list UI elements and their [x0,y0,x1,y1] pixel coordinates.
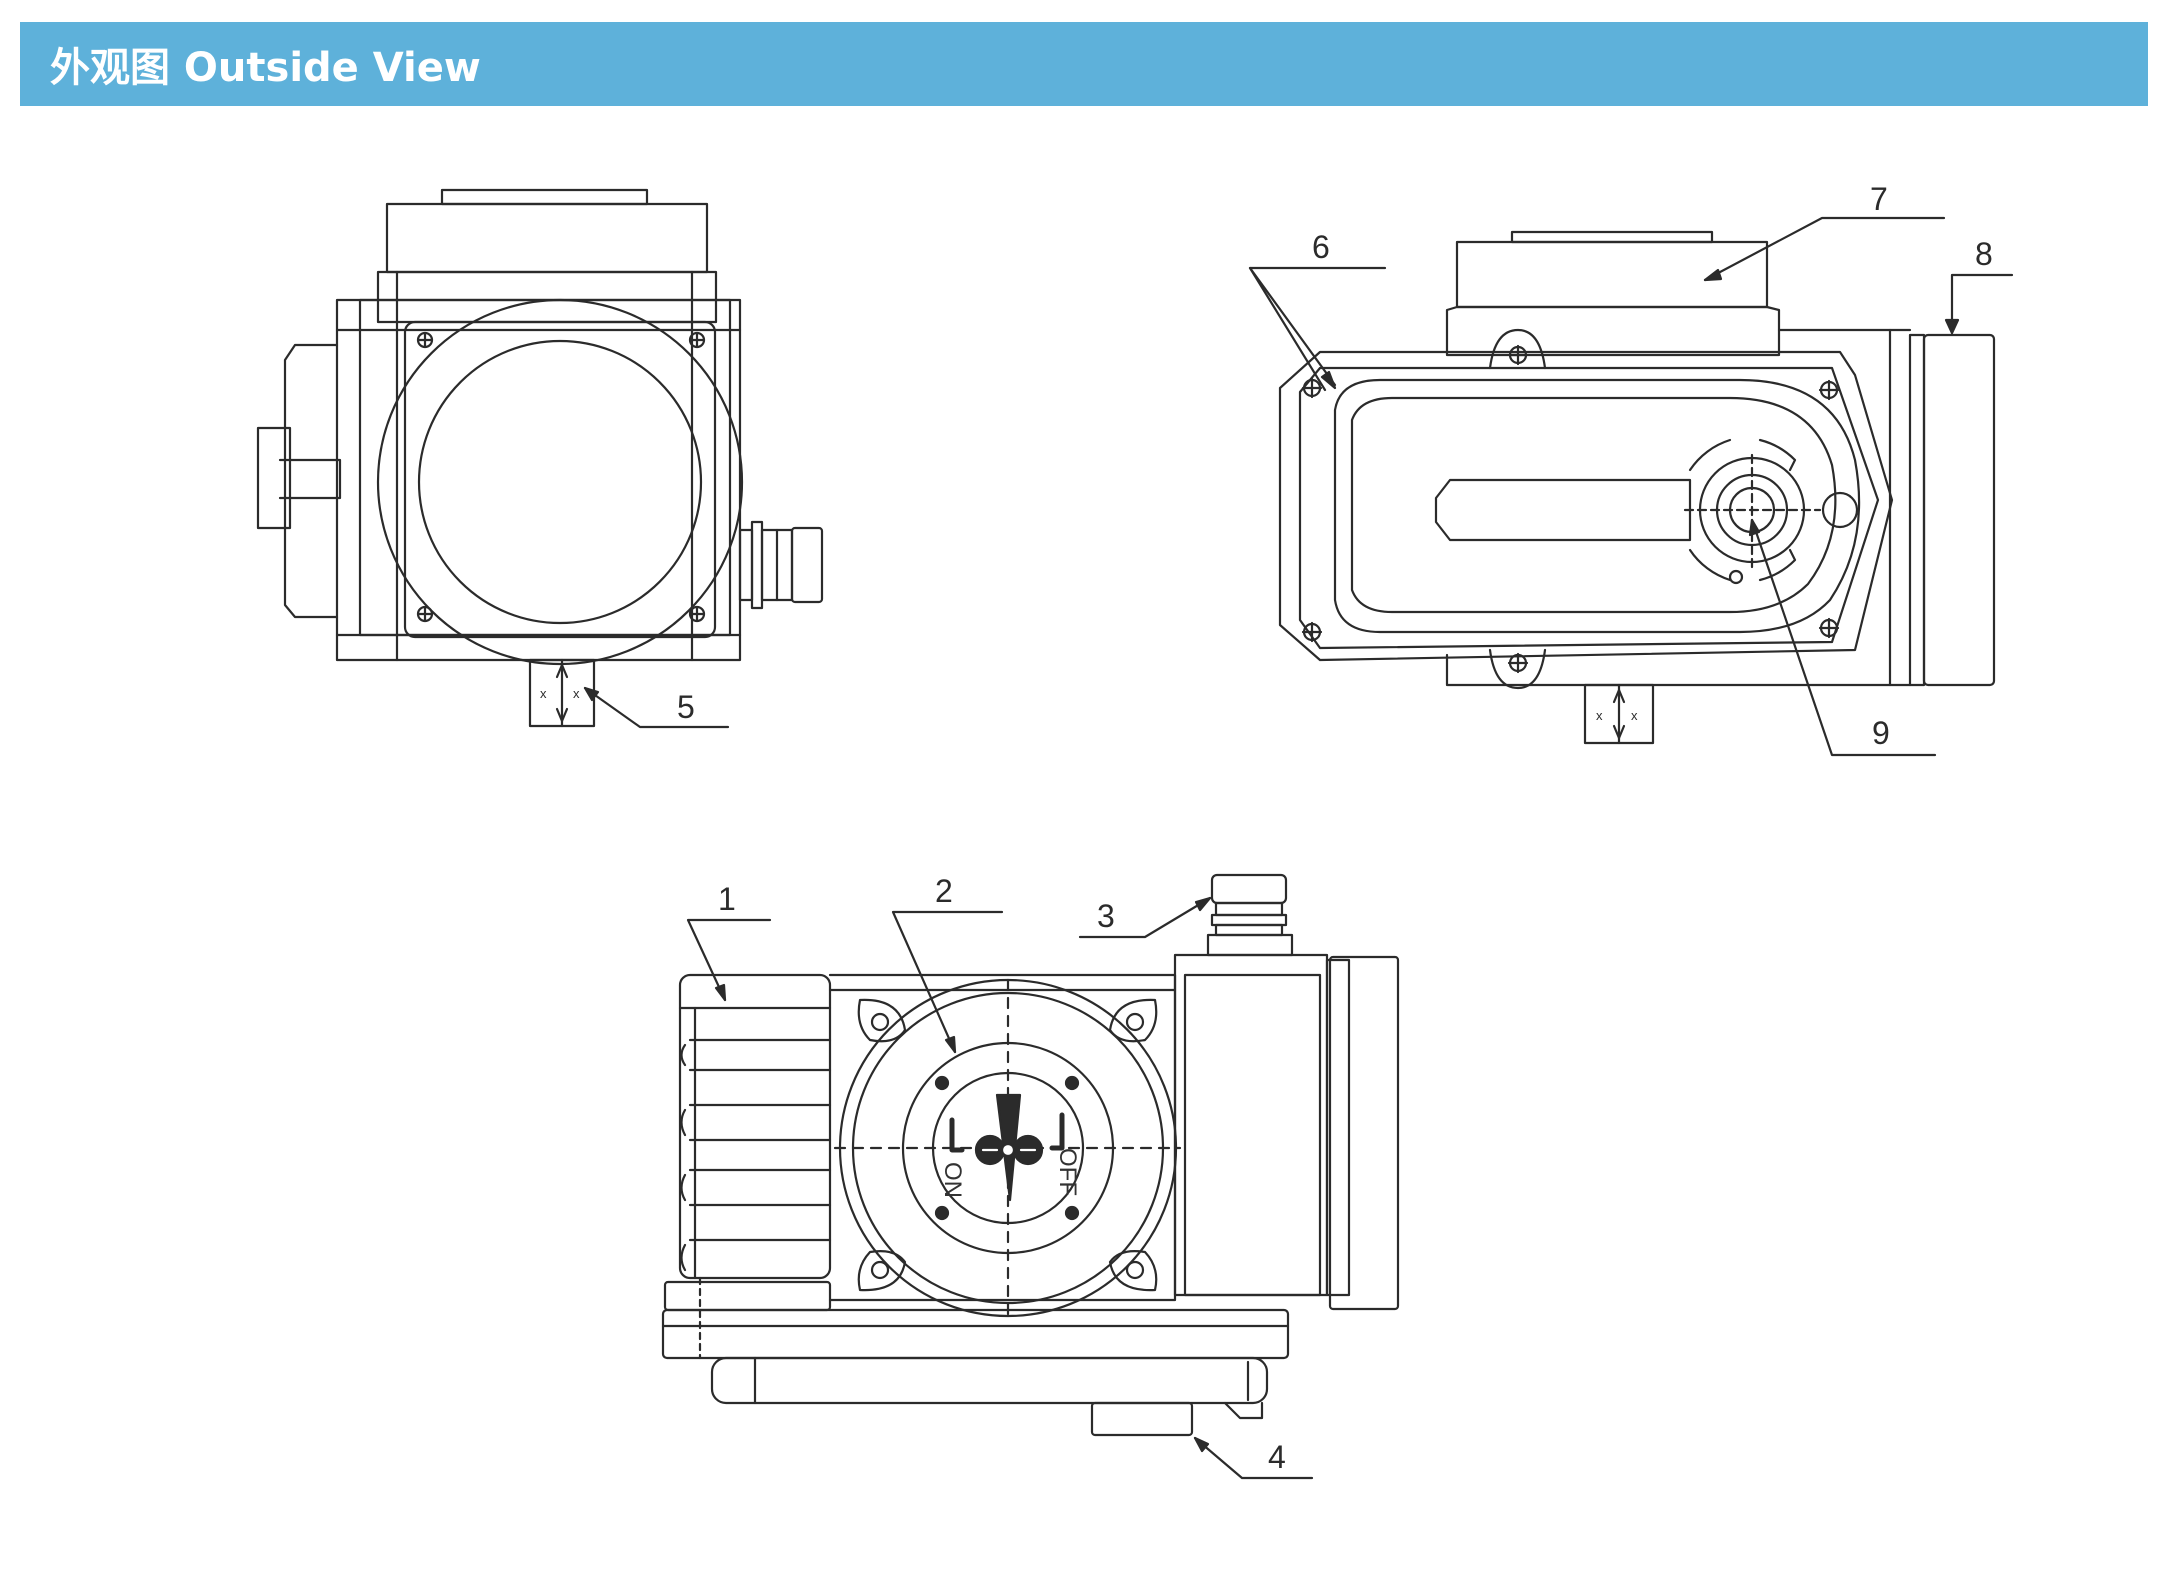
callout-3: 3 [1097,898,1115,934]
callout-4: 4 [1268,1439,1286,1475]
shaft-mark-right: x [573,686,580,701]
shaft-mark-left: x [540,686,547,701]
callout-5: 5 [677,689,695,725]
callout-9: 9 [1872,715,1890,751]
side-view: x x 5 [256,188,824,729]
callout-1: 1 [718,881,736,917]
dial-on-label: ON [939,1162,966,1198]
header-bar: 外观图 Outside View [20,22,2148,106]
callout-6: 6 [1312,229,1330,265]
callout-7: 7 [1870,181,1888,217]
callout-8: 8 [1975,236,1993,272]
shaft-mark-right-b: x [1631,708,1638,723]
front-view: ON OFF 1 2 3 4 [661,873,1400,1480]
page-title: 外观图 Outside View [50,45,481,91]
dial-off-label: OFF [1054,1148,1081,1196]
top-view: x x 6 7 8 9 [1248,181,2014,757]
shaft-mark-left-b: x [1596,708,1603,723]
callout-2: 2 [935,873,953,909]
